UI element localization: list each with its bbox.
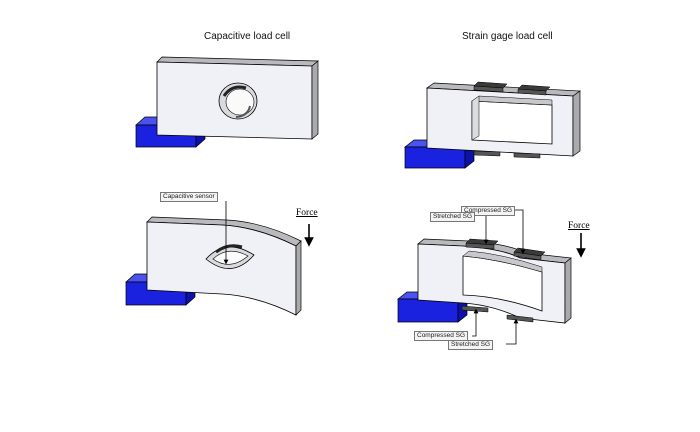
- callout-capacitive-sensor: Capacitive sensor: [160, 192, 218, 202]
- callout-compressed-sg-bottom: Compressed SG: [414, 331, 469, 341]
- title-capacitive-load-cell: Capacitive load cell: [204, 31, 291, 42]
- callout-stretched-sg-bottom: Stretched SG: [448, 340, 494, 350]
- strain-gage-cell-loaded: [396, 209, 586, 345]
- callout-compressed-sg-top: Compressed SG: [461, 206, 516, 216]
- force-label-capacitive: Force: [296, 208, 318, 218]
- capacitive-cell-loaded: [125, 201, 314, 316]
- title-strain-gage-load-cell: Strain gage load cell: [462, 31, 553, 42]
- force-label-strain-gage: Force: [568, 221, 590, 231]
- callout-stretched-sg-top: Stretched SG: [430, 212, 476, 222]
- capacitive-cell-unloaded: [135, 56, 319, 148]
- strain-gage-cell-unloaded: [403, 81, 582, 169]
